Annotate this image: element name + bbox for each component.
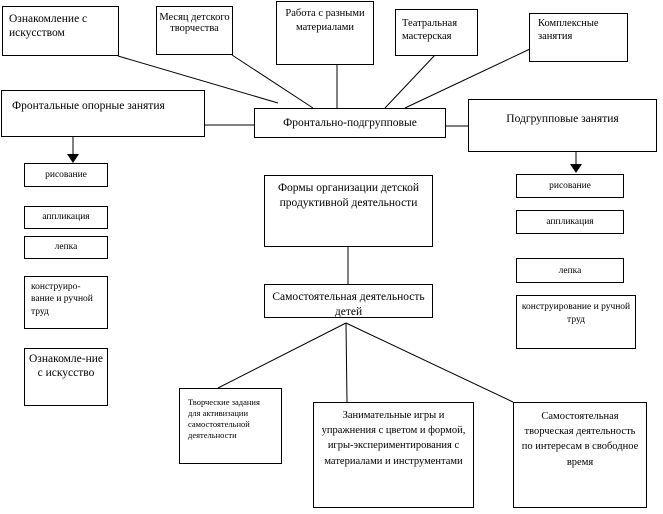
left-item-art: Ознакомле-ние с искусство	[24, 348, 108, 406]
right-item-construction-text: конструирование и ручной труд	[521, 302, 631, 326]
right-item-applique-text: аппликация	[546, 217, 594, 227]
right-item-modeling-text: лепка	[558, 266, 582, 276]
box-children-creativity-month-text: Месяц детского творчества	[159, 12, 230, 35]
box-various-materials: Работа с разными материалами	[276, 1, 374, 65]
box-creative-tasks-text: Творческие задания для активизации самос…	[188, 397, 260, 441]
box-creative-tasks: Творческие задания для активизации самос…	[179, 388, 282, 464]
box-forms-of-organization-text: Формы организации детской продуктивной д…	[277, 182, 420, 209]
line-month-to-frontal-group	[231, 54, 314, 109]
line-theatre-to-frontal-group	[384, 54, 436, 109]
right-item-construction: конструирование и ручной труд	[516, 295, 636, 349]
box-entertaining-games-text: Занимательные игры и упражнения с цветом…	[321, 410, 466, 467]
box-frontal-support-classes-text: Фронтальные опорные занятия	[12, 100, 165, 112]
box-subgroup-classes-text: Подгрупповые занятия	[506, 113, 619, 125]
line-independent-to-tasks	[217, 322, 347, 389]
left-item-drawing-text: рисование	[45, 170, 87, 180]
left-item-applique: аппликация	[24, 206, 108, 229]
box-various-materials-text: Работа с разными материалами	[285, 8, 365, 34]
right-item-modeling: лепка	[516, 258, 624, 283]
line-complex-to-frontal-group	[404, 48, 531, 109]
right-item-drawing-text: рисование	[549, 181, 591, 191]
box-independent-activity-text: Самостоятельная деятельность детей	[272, 291, 425, 318]
line-independent-to-free	[345, 322, 514, 403]
box-complex-classes: Комплексные занятия	[529, 13, 628, 62]
left-item-modeling-text: лепка	[54, 242, 78, 252]
box-free-time-activity-text: Самостоятельная творческая деятельность …	[521, 411, 639, 468]
line-art-to-frontal-group	[117, 55, 279, 104]
box-frontal-subgroup: Фронтально-подгрупповые	[254, 108, 446, 138]
right-item-drawing: рисование	[516, 174, 624, 198]
box-entertaining-games: Занимательные игры и упражнения с цветом…	[313, 402, 474, 508]
box-free-time-activity: Самостоятельная творческая деятельность …	[513, 402, 647, 508]
right-item-applique: аппликация	[516, 210, 624, 234]
box-art-acquaintance: Ознакомление с искусством	[2, 6, 119, 56]
line-independent-to-games	[345, 322, 348, 403]
box-complex-classes-text: Комплексные занятия	[538, 18, 599, 43]
left-item-construction: конструиро-вание и ручной труд	[24, 276, 108, 329]
left-item-modeling: лепка	[24, 236, 108, 259]
arrow-head-right	[570, 164, 582, 173]
left-item-applique-text: аппликация	[42, 212, 90, 222]
box-subgroup-classes: Подгрупповые занятия	[468, 99, 657, 152]
box-theatre-workshop: Театральная мастерская	[395, 9, 478, 56]
left-item-art-text: Ознакомле-ние с искусство	[29, 353, 104, 380]
left-item-construction-text: конструиро-вание и ручной труд	[31, 282, 93, 317]
arrow-head-left	[67, 154, 79, 163]
box-theatre-workshop-text: Театральная мастерская	[402, 18, 458, 43]
box-frontal-subgroup-text: Фронтально-подгрупповые	[283, 117, 417, 129]
box-art-acquaintance-text: Ознакомление с искусством	[9, 13, 88, 40]
box-independent-activity: Самостоятельная деятельность детей	[264, 284, 433, 318]
left-item-drawing: рисование	[24, 163, 108, 187]
box-frontal-support-classes: Фронтальные опорные занятия	[1, 90, 205, 137]
box-children-creativity-month: Месяц детского творчества	[156, 6, 233, 55]
box-forms-of-organization: Формы организации детской продуктивной д…	[264, 175, 433, 247]
